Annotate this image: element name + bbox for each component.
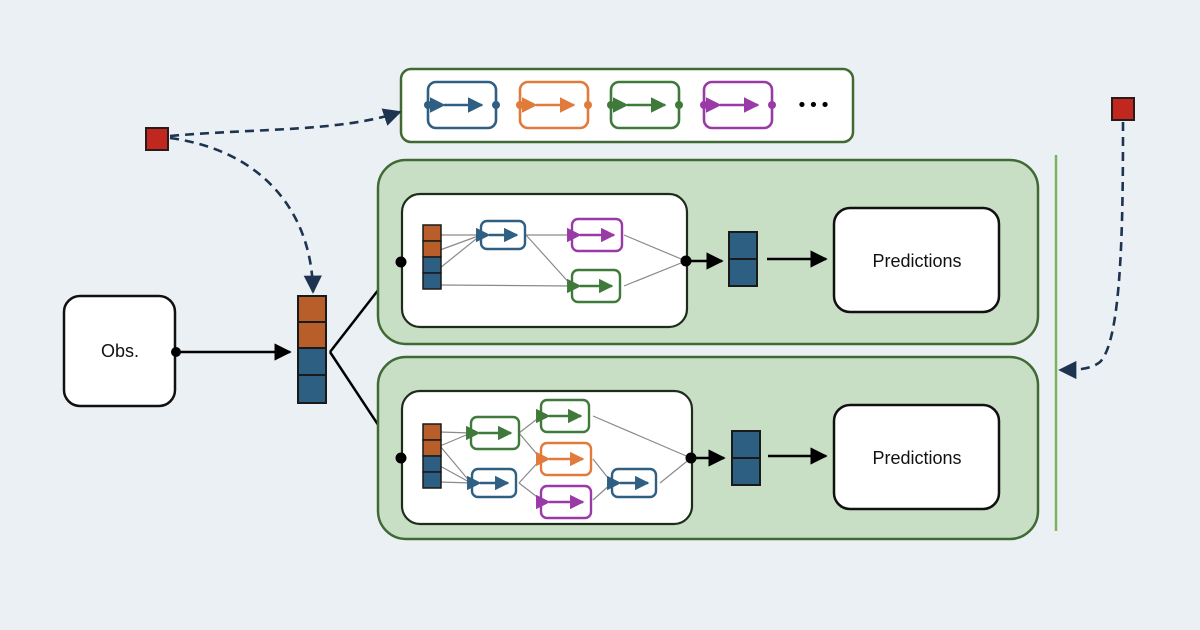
- predictions-top-label: Predictions: [872, 251, 961, 271]
- bottom-pathway-panel: Predictions: [376, 355, 1040, 541]
- bottom-green-module-1-icon: [471, 417, 519, 449]
- top-blue-module-icon: [481, 221, 525, 249]
- obs-label: Obs.: [101, 341, 139, 361]
- library-orange-module-icon: [516, 80, 592, 130]
- library-purple-module-icon: [700, 80, 776, 130]
- bottom-blue-module-1-icon: [472, 469, 516, 497]
- predictions-bottom-label: Predictions: [872, 448, 961, 468]
- module-library: •••: [399, 67, 855, 144]
- top-purple-module-icon: [572, 219, 622, 251]
- dashed-arrow-to-library: [169, 108, 402, 138]
- ellipsis: •••: [797, 95, 832, 116]
- obs-box: Obs.: [62, 294, 177, 408]
- bottom-blue-module-2-icon: [612, 469, 656, 497]
- dashed-arrow-to-stack: [169, 136, 322, 294]
- red-square-icon: [145, 127, 169, 151]
- dashed-arrow-to-pathways: [1058, 121, 1125, 380]
- library-blue-module-icon: [424, 80, 500, 130]
- red-square-icon-right: [1111, 97, 1135, 121]
- top-pathway-panel: Predictions: [376, 158, 1040, 346]
- top-green-module-icon: [572, 270, 620, 302]
- embedding-stack: [297, 295, 327, 404]
- bottom-green-module-2-icon: [541, 400, 589, 432]
- library-green-module-icon: [607, 80, 683, 130]
- bottom-purple-module-icon: [541, 486, 591, 518]
- bottom-orange-module-icon: [541, 443, 591, 475]
